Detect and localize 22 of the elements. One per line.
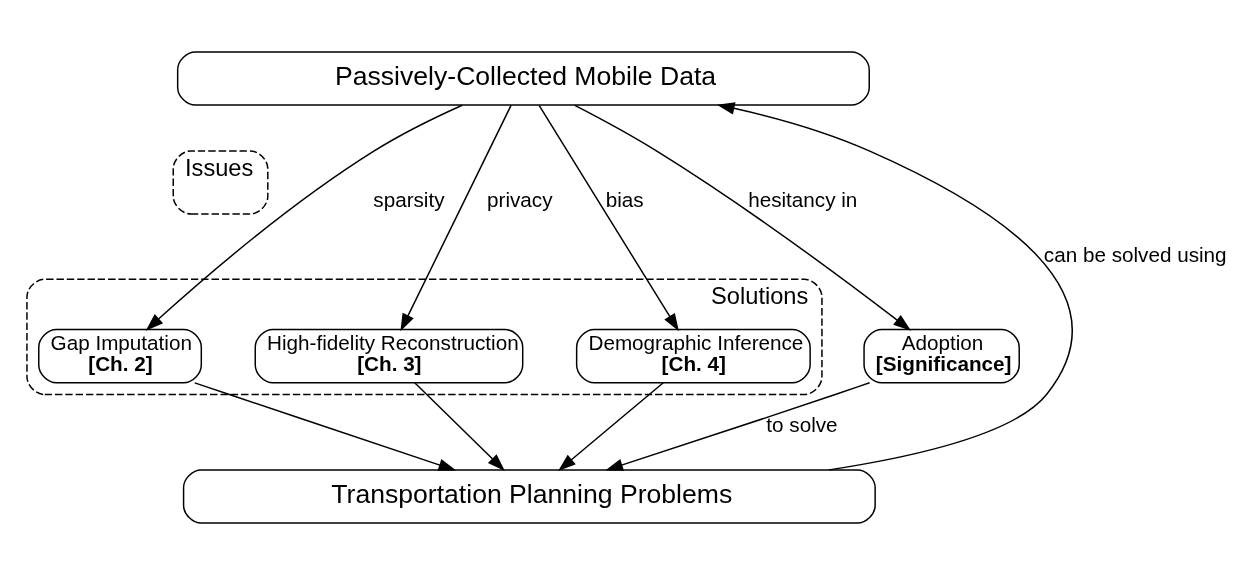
node-box: Gap Imputation [Ch. 2] [38, 328, 203, 383]
node-box: Passively-Collected Mobile Data [176, 50, 870, 106]
edge-label: sparsity [373, 187, 445, 211]
node-box: Demographic Inference [Ch. 4] [575, 328, 811, 383]
arrow [194, 381, 457, 471]
edge-label: privacy [487, 187, 553, 211]
node-box: Issues [172, 149, 269, 215]
node-box: Transportation Planning Problems [182, 468, 876, 524]
edge-label: bias [605, 187, 644, 211]
edge-label: can be solved using [1043, 242, 1227, 266]
arrow [414, 381, 505, 471]
arrow [145, 104, 463, 331]
node-box: High-fidelity Reconstruction [Ch. 3] [254, 328, 524, 383]
arrow [574, 104, 911, 331]
arrow [716, 101, 1073, 471]
arrow [400, 104, 512, 331]
edge-label: to solve [766, 412, 838, 436]
node-box: Adoption [Significance] [863, 328, 1020, 383]
edge-label: hesitancy in [748, 187, 858, 211]
arrow [538, 104, 679, 331]
arrow [558, 381, 665, 471]
arrow [605, 381, 871, 471]
